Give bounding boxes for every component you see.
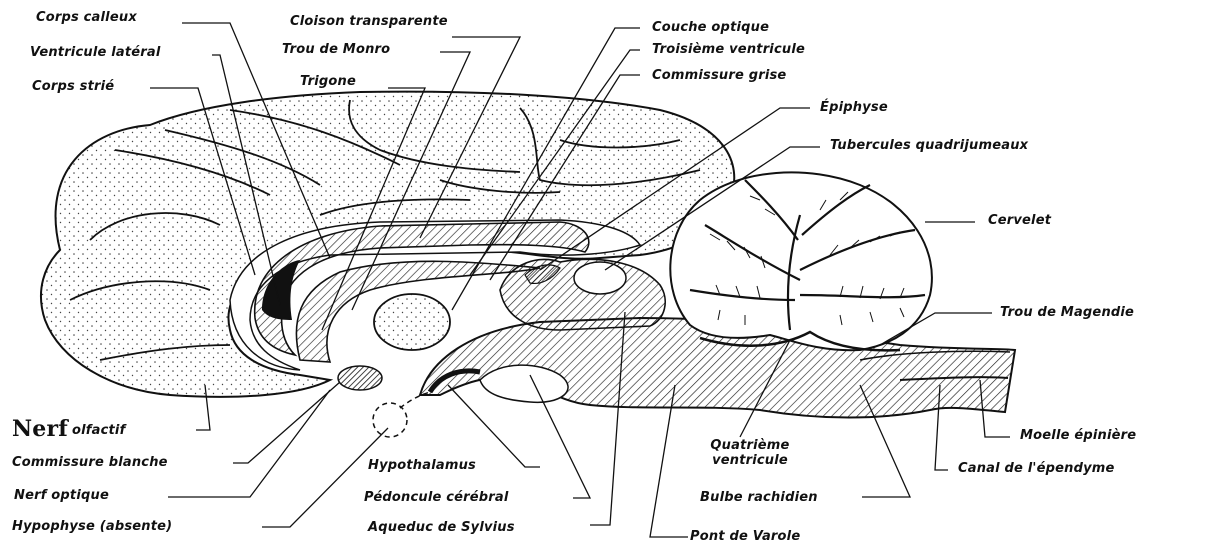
label-trigone: Trigone [300,74,356,89]
label-trou-de-monro: Trou de Monro [282,42,390,57]
label-couche-optique: Couche optique [652,20,769,35]
label-epiphyse: Épiphyse [820,100,888,115]
label-trou-de-magendie: Trou de Magendie [1000,305,1134,320]
label-troisieme-ventricule: Troisième ventricule [652,42,805,57]
label-canal-ependyme: Canal de l'épendyme [958,461,1115,476]
label-ventricule-lateral: Ventricule latéral [30,45,161,60]
couche-optique-shape [374,294,450,350]
label-cloison-transparente: Cloison transparente [290,14,448,29]
label-nerf-handwritten: Nerf [12,418,68,440]
label-aqueduc-de-sylvius: Aqueduc de Sylvius [368,520,515,535]
label-tubercules-quadrijumeaux: Tubercules quadrijumeaux [830,138,1028,153]
cervelet-shape [670,172,932,350]
hypophyse-shape [373,403,407,437]
label-corps-strie: Corps strié [32,79,114,94]
label-hypophyse: Hypophyse (absente) [12,519,172,534]
label-pont-de-varole: Pont de Varole [690,529,800,544]
label-corps-calleux: Corps calleux [36,10,137,25]
label-commissure-blanche: Commissure blanche [12,455,168,470]
epiphyse-shape [574,262,626,294]
label-nerf-olfactif: olfactif [72,423,125,438]
label-commissure-grise: Commissure grise [652,68,786,83]
label-cervelet: Cervelet [988,213,1051,228]
label-moelle-epiniere: Moelle épinière [1020,428,1136,443]
label-hypothalamus: Hypothalamus [368,458,476,473]
commissure-blanche-shape [338,366,382,390]
label-pedoncule-cerebral: Pédoncule cérébral [364,490,509,505]
label-nerf-optique: Nerf optique [14,488,109,503]
label-bulbe-rachidien: Bulbe rachidien [700,490,818,505]
label-quatrieme-ventricule: Quatrième ventricule [700,438,800,468]
